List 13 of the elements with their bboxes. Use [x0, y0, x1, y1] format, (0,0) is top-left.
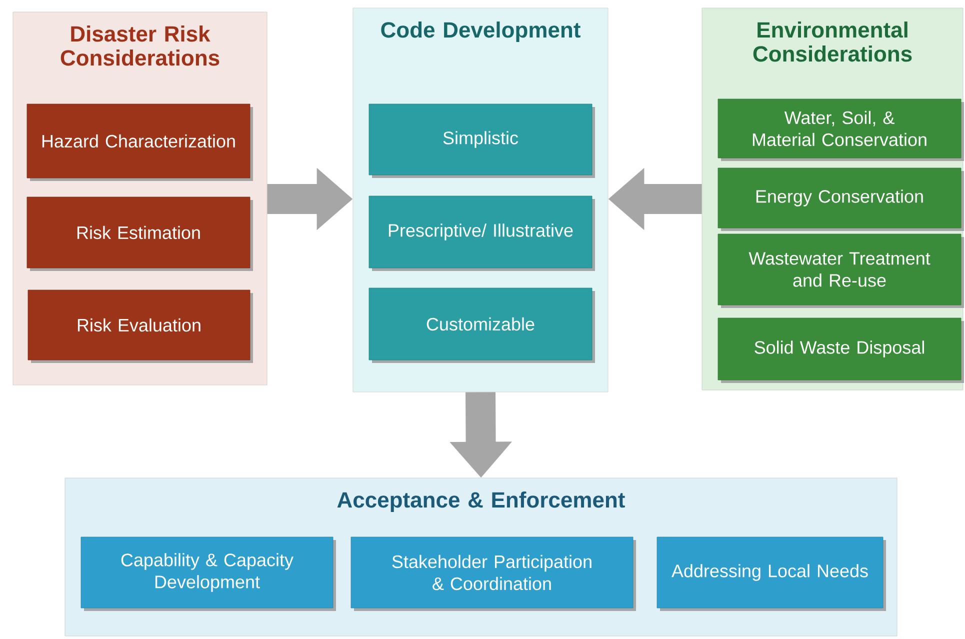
- process-box: Hazard Characterization: [26, 104, 253, 181]
- process-box: Customizable: [368, 288, 595, 363]
- process-box: Stakeholder Participation & Coordination: [350, 536, 636, 611]
- process-box: Energy Conservation: [718, 168, 964, 231]
- process-box: Water, Soil, & Material Conservation: [718, 98, 964, 161]
- process-box: Risk Evaluation: [28, 290, 253, 363]
- process-box: Addressing Local Needs: [656, 536, 886, 611]
- process-box: Prescriptive/ Illustrative: [368, 196, 595, 271]
- process-box: Capability & Capacity Development: [80, 536, 336, 611]
- process-box: Wastewater Treatment and Re-use: [718, 234, 964, 308]
- process-box: Simplistic: [368, 104, 595, 178]
- process-box: Risk Estimation: [26, 196, 253, 271]
- process-box: Solid Waste Disposal: [718, 318, 964, 383]
